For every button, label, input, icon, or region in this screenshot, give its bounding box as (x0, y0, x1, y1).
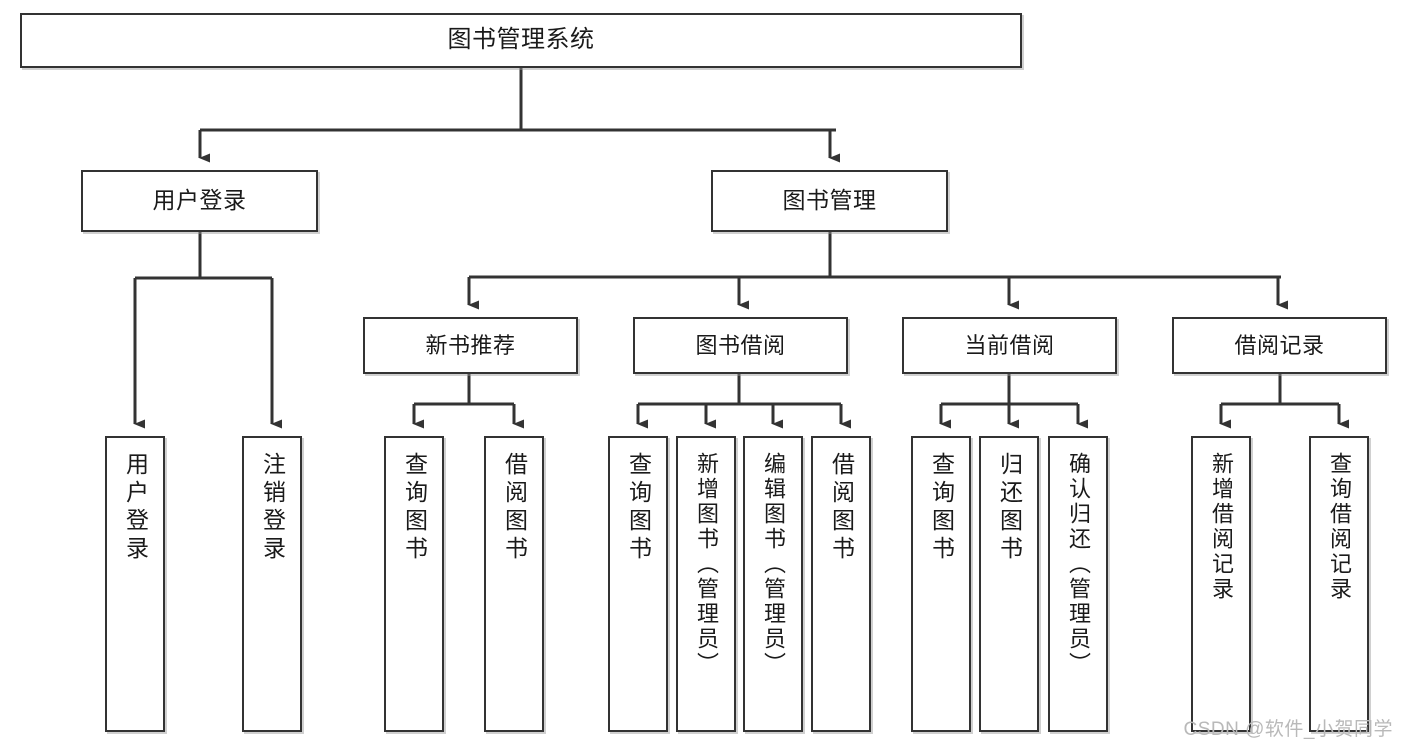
node-current-borrow-label: 当前借阅 (964, 332, 1055, 358)
node-leaf-add-book[interactable]: 新增图书（管理员） (676, 436, 736, 732)
node-leaf-add-book-label: 新增图书（管理员） (694, 452, 719, 677)
node-leaf-user-login-label: 用户登录 (122, 452, 149, 564)
node-leaf-borrow-book-1[interactable]: 借阅图书 (484, 436, 544, 732)
node-user-login-label: 用户登录 (152, 187, 247, 214)
node-root-label: 图书管理系统 (447, 26, 595, 54)
node-leaf-user-logout[interactable]: 注销登录 (242, 436, 302, 732)
node-leaf-query-book-1-label: 查询图书 (401, 452, 428, 564)
node-leaf-query-book-3[interactable]: 查询图书 (911, 436, 971, 732)
node-root[interactable]: 图书管理系统 (20, 13, 1022, 68)
node-leaf-query-book-2-label: 查询图书 (625, 452, 652, 564)
node-new-book-recommend-label: 新书推荐 (425, 332, 516, 358)
node-leaf-return-book-label: 归还图书 (996, 452, 1023, 564)
node-leaf-return-book[interactable]: 归还图书 (979, 436, 1039, 732)
node-leaf-add-record[interactable]: 新增借阅记录 (1191, 436, 1251, 732)
node-leaf-query-book-1[interactable]: 查询图书 (384, 436, 444, 732)
node-user-login[interactable]: 用户登录 (81, 170, 318, 232)
node-leaf-user-login[interactable]: 用户登录 (105, 436, 165, 732)
node-book-borrow[interactable]: 图书借阅 (633, 317, 848, 374)
node-leaf-query-record-label: 查询借阅记录 (1327, 452, 1352, 602)
node-borrow-record[interactable]: 借阅记录 (1172, 317, 1387, 374)
node-leaf-query-record[interactable]: 查询借阅记录 (1309, 436, 1369, 732)
node-leaf-confirm-return[interactable]: 确认归还（管理员） (1048, 436, 1108, 732)
watermark-text: CSDN @软件_小贺同学 (1183, 719, 1393, 740)
node-book-management[interactable]: 图书管理 (711, 170, 948, 232)
node-book-borrow-label: 图书借阅 (695, 332, 786, 358)
node-leaf-query-book-2[interactable]: 查询图书 (608, 436, 668, 732)
node-leaf-user-logout-label: 注销登录 (259, 452, 286, 564)
node-leaf-borrow-book-1-label: 借阅图书 (501, 452, 528, 564)
node-leaf-edit-book[interactable]: 编辑图书（管理员） (743, 436, 803, 732)
node-current-borrow[interactable]: 当前借阅 (902, 317, 1117, 374)
node-new-book-recommend[interactable]: 新书推荐 (363, 317, 578, 374)
node-leaf-borrow-book-2-label: 借阅图书 (828, 452, 855, 564)
node-borrow-record-label: 借阅记录 (1234, 332, 1325, 358)
node-book-management-label: 图书管理 (782, 187, 877, 214)
node-leaf-add-record-label: 新增借阅记录 (1209, 452, 1234, 602)
node-leaf-confirm-return-label: 确认归还（管理员） (1066, 452, 1091, 677)
node-leaf-borrow-book-2[interactable]: 借阅图书 (811, 436, 871, 732)
node-leaf-edit-book-label: 编辑图书（管理员） (761, 452, 786, 677)
node-leaf-query-book-3-label: 查询图书 (928, 452, 955, 564)
